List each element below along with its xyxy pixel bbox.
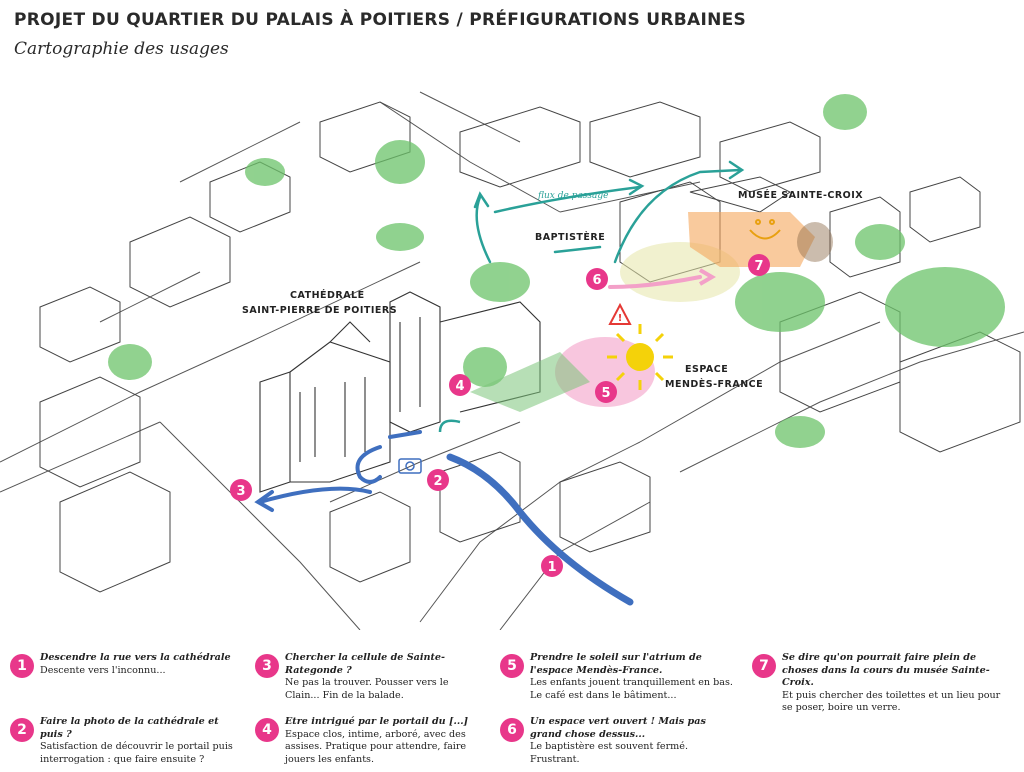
svg-text:7: 7 <box>754 259 763 274</box>
marker-2: 2 <box>427 469 449 491</box>
buildings <box>39 101 1021 593</box>
flux-arrows <box>473 160 745 264</box>
legend-item-1: 1 Descendre la rue vers la cathédrale De… <box>10 652 235 678</box>
legend-badge: 4 <box>255 718 279 742</box>
legend-desc: Le baptistère est souvent fermé. Frustra… <box>530 741 688 765</box>
marker-4: 4 <box>449 374 471 396</box>
legend-item-5: 5 Prendre le soleil sur l'atrium de l'es… <box>500 652 735 702</box>
legend-title: Se dire qu'on pourrait faire plein de ch… <box>782 652 990 688</box>
label-musee: MUSÉE SAINTE-CROIX <box>738 189 863 201</box>
marker-1: 1 <box>541 555 563 577</box>
cathedral-sketch <box>259 291 541 493</box>
usage-map: ! flux de passage CATHÉDRALE SAINT-PIERR… <box>0 91 1024 630</box>
legend-badge: 3 <box>255 654 279 678</box>
page-title: PROJET DU QUARTIER DU PALAIS À POITIERS … <box>14 10 747 30</box>
route-to-clain <box>254 430 422 512</box>
legend: 1 Descendre la rue vers la cathédrale De… <box>0 650 1024 772</box>
legend-title: Faire la photo de la cathédrale et puis … <box>40 716 219 740</box>
smiley-icon <box>749 219 781 240</box>
svg-text:5: 5 <box>601 386 610 401</box>
legend-item-7: 7 Se dire qu'on pourrait faire plein de … <box>752 652 1002 715</box>
legend-badge: 2 <box>10 718 34 742</box>
legend-desc: Satisfaction de découvrir le portail pui… <box>40 741 233 765</box>
legend-badge: 6 <box>500 718 524 742</box>
legend-title: Etre intrigué par le portail du [...] <box>285 716 469 727</box>
legend-item-6: 6 Un espace vert ouvert ! Mais pas grand… <box>500 716 735 766</box>
label-cathedrale-line1: CATHÉDRALE <box>290 289 365 301</box>
legend-item-2: 2 Faire la photo de la cathédrale et pui… <box>10 716 235 766</box>
page-subtitle: Cartographie des usages <box>14 39 229 59</box>
svg-text:2: 2 <box>433 474 442 489</box>
legend-desc: Et puis chercher des toilettes et un lie… <box>782 689 1001 714</box>
legend-item-4: 4 Etre intrigué par le portail du [...] … <box>255 716 485 766</box>
legend-badge: 5 <box>500 654 524 678</box>
svg-text:1: 1 <box>547 560 556 575</box>
pink-path-arrowhead <box>698 268 716 286</box>
legend-desc: Ne pas la trouver. Pousser vers le Clain… <box>285 677 449 701</box>
tree-clusters <box>108 94 1005 448</box>
legend-desc: Espace clos, intime, arboré, avec des as… <box>285 728 467 765</box>
legend-title: Un espace vert ouvert ! Mais pas grand c… <box>530 716 706 740</box>
label-cathedrale-line2: SAINT-PIERRE DE POITIERS <box>242 305 397 316</box>
marker-7: 7 <box>748 254 770 276</box>
camera-icon <box>398 458 422 474</box>
sun-icon <box>607 324 673 390</box>
svg-text:4: 4 <box>455 379 464 394</box>
green-curl-arrow <box>438 419 461 433</box>
legend-title: Chercher la cellule de Sainte-Rategonde … <box>285 652 446 676</box>
svg-text:3: 3 <box>236 484 245 499</box>
enclosed-garden-zone <box>470 352 590 412</box>
legend-item-3: 3 Chercher la cellule de Sainte-Rategond… <box>255 652 485 702</box>
legend-badge: 7 <box>752 654 776 678</box>
museum-courtyard-zone <box>688 212 815 267</box>
label-espace-line1: ESPACE <box>685 364 728 375</box>
label-espace-line2: MENDÈS-FRANCE <box>665 378 763 390</box>
label-baptistere: BAPTISTÈRE <box>535 231 605 243</box>
museum-garden <box>797 222 833 262</box>
visitor-route <box>446 453 634 606</box>
streets <box>0 91 1024 630</box>
pink-path-arrow <box>608 275 702 289</box>
svg-text:!: ! <box>618 313 623 324</box>
warning-icon: ! <box>608 302 632 325</box>
legend-desc: Les enfants jouent tranquillement en bas… <box>530 677 733 701</box>
legend-badge: 1 <box>10 654 34 678</box>
marker-3: 3 <box>230 479 252 501</box>
svg-text:6: 6 <box>592 273 601 288</box>
legend-title: Descendre la rue vers la cathédrale <box>40 652 231 663</box>
legend-title: Prendre le soleil sur l'atrium de l'espa… <box>530 652 702 676</box>
flux-label: flux de passage <box>537 191 609 201</box>
marker-5: 5 <box>595 381 617 403</box>
marker-6: 6 <box>586 268 608 290</box>
legend-desc: Descente vers l'inconnu... <box>40 664 166 676</box>
